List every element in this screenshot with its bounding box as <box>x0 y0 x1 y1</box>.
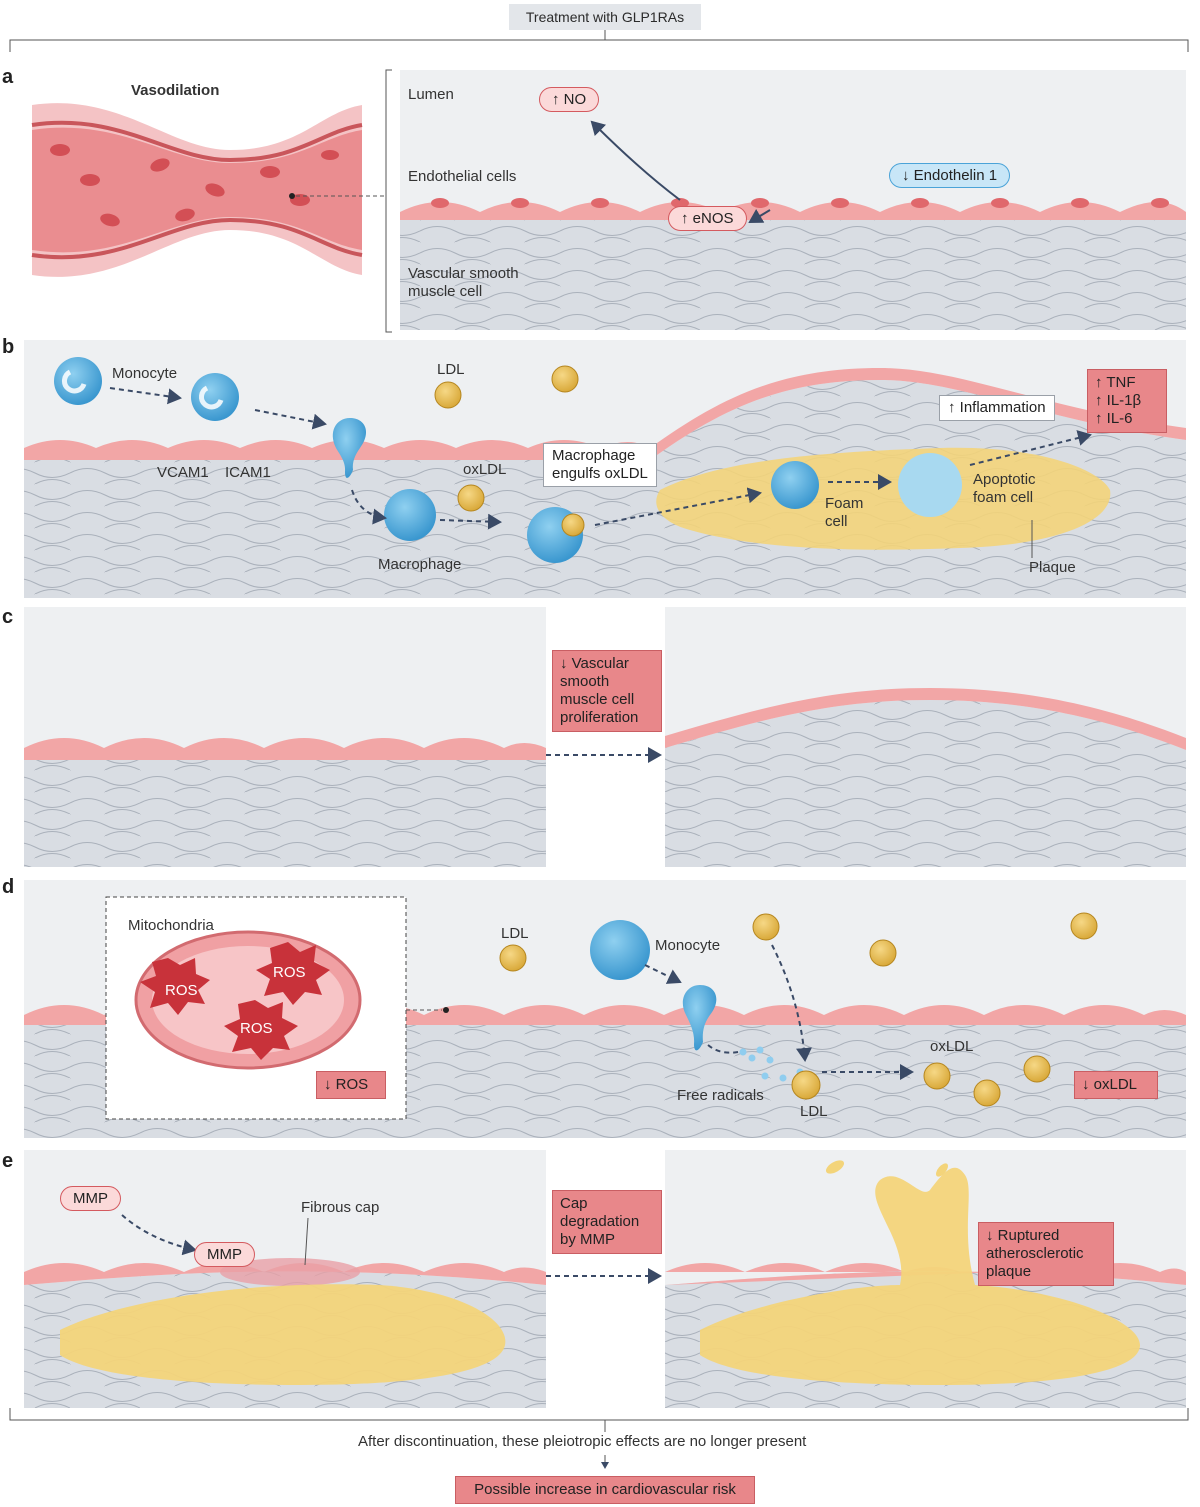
engulf-line2: engulfs oxLDL <box>552 465 648 482</box>
ruptured-line1: ↓ Ruptured <box>986 1227 1060 1244</box>
cap-line2: degradation <box>560 1213 640 1230</box>
oxldl-label-d: oxLDL <box>930 1038 974 1055</box>
cytokine-il1b: ↑ IL-1β <box>1095 392 1142 409</box>
discontinuation-text: After discontinuation, these pleiotropic… <box>358 1433 807 1450</box>
mitochondria-label: Mitochondria <box>128 917 214 934</box>
ruptured-line2: atherosclerotic <box>986 1245 1084 1262</box>
apoptotic-label-line2: foam cell <box>973 489 1034 506</box>
foam-cell-label-line1: Foam <box>825 495 864 512</box>
endothelin-badge: ↓ Endothelin 1 <box>889 163 1011 188</box>
foam-cell-label-line2: cell <box>825 513 848 530</box>
oxldl-decrease-box: ↓ oxLDL <box>1074 1071 1158 1099</box>
panel-e-letter: e <box>2 1150 14 1172</box>
cardiovascular-risk-box: Possible increase in cardiovascular risk <box>455 1476 755 1504</box>
top-bracket <box>9 30 1189 52</box>
proliferation-line1: ↓ Vascular <box>560 655 629 672</box>
ldl-label-b: LDL <box>437 361 465 378</box>
cytokine-il6: ↑ IL-6 <box>1095 410 1133 427</box>
lumen-label: Lumen <box>408 86 454 103</box>
vsmc-label-line2: muscle cell <box>408 283 483 300</box>
icam1-label: ICAM1 <box>225 464 271 481</box>
ros-label-1: ROS <box>165 982 198 999</box>
vsmc-label-line1: Vascular smooth <box>408 265 519 282</box>
endothelial-cells-label: Endothelial cells <box>408 168 517 185</box>
monocyte-label-b: Monocyte <box>112 365 178 382</box>
vcam1-label: VCAM1 <box>157 464 209 481</box>
ruptured-plaque-box: ↓ Ruptured atherosclerotic plaque <box>978 1222 1114 1286</box>
ldl-label-d2: LDL <box>800 1103 828 1120</box>
ldl-label-d: LDL <box>501 925 529 942</box>
free-radicals-label: Free radicals <box>677 1087 764 1104</box>
treatment-header: Treatment with GLP1RAs <box>509 4 701 30</box>
oxldl-label-b: oxLDL <box>463 461 507 478</box>
apoptotic-label-line1: Apoptotic <box>973 471 1036 488</box>
panel-a-letter: a <box>2 66 14 88</box>
vessel-illustration <box>31 103 386 277</box>
mmp-badge-cap: MMP <box>194 1242 255 1267</box>
enos-badge: ↑ eNOS <box>668 206 747 231</box>
cap-line1: Cap <box>560 1195 588 1212</box>
ros-decrease-box: ↓ ROS <box>316 1071 386 1099</box>
proliferation-line4: proliferation <box>560 709 639 726</box>
vasodilation-title: Vasodilation <box>131 82 220 99</box>
proliferation-line2: smooth <box>560 673 610 690</box>
fibrous-cap-label: Fibrous cap <box>301 1199 380 1216</box>
cytokines-box: ↑ TNF ↑ IL-1β ↑ IL-6 <box>1087 369 1167 433</box>
panel-a-vessel-wall <box>400 70 1186 330</box>
engulf-line1: Macrophage <box>552 447 636 464</box>
cap-line3: by MMP <box>560 1231 616 1248</box>
cytokine-tnf: ↑ TNF <box>1095 374 1136 391</box>
macrophage-engulfs-callout: Macrophage engulfs oxLDL <box>543 443 657 487</box>
bottom-bracket <box>9 1408 1189 1469</box>
panel-c-vessel-walls <box>24 607 1186 867</box>
panel-d-letter: d <box>2 876 15 898</box>
ruptured-line3: plaque <box>986 1263 1032 1280</box>
plaque-label: Plaque <box>1029 559 1076 576</box>
macrophage-label: Macrophage <box>378 556 462 573</box>
no-badge: ↑ NO <box>539 87 600 112</box>
proliferation-line3: muscle cell <box>560 691 635 708</box>
panel-c-letter: c <box>2 606 14 628</box>
monocyte-label-d: Monocyte <box>655 937 721 954</box>
panel-e-vessel-walls <box>24 1150 1186 1408</box>
cap-degradation-box: Cap degradation by MMP <box>552 1190 662 1254</box>
panel-d-vessel-wall <box>24 880 1186 1138</box>
mmp-badge-free: MMP <box>60 1186 121 1211</box>
inflammation-callout: ↑ Inflammation <box>939 395 1055 421</box>
proliferation-box: ↓ Vascular smooth muscle cell proliferat… <box>552 650 662 732</box>
panel-b-letter: b <box>2 336 15 358</box>
ros-label-3: ROS <box>240 1020 273 1037</box>
ros-label-2: ROS <box>273 964 306 981</box>
